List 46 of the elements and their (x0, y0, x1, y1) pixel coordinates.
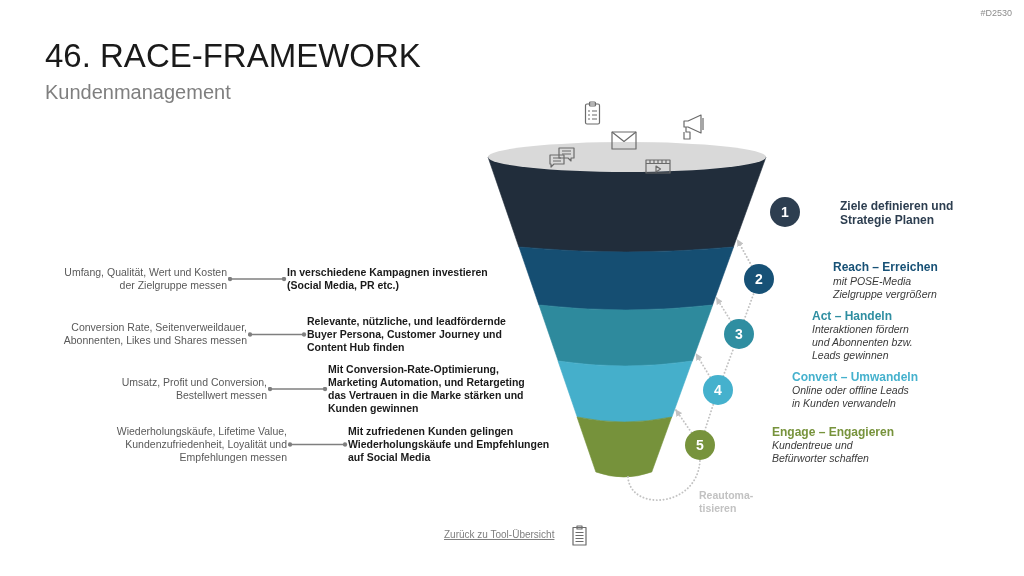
metric-text: Conversion Rate, Seitenverweildauer, Abonnenten, Likes und Shares messen (37, 321, 247, 347)
step-number: 2 (755, 271, 763, 287)
action-text: Mit zufriedenen Kunden gelingen Wiederholungskäufe und Empfehlungen auf Social Media (348, 425, 556, 464)
action-text: Relevante, nützliche, und leadfördernde Buyer Persona, Customer Journey und Content Hub finden (307, 315, 515, 354)
step-number: 1 (781, 204, 789, 220)
step-heading: Ziele definieren und Strategie Planen (840, 199, 955, 227)
metric-text: Umfang, Qualität, Wert und Kosten der Zielgruppe messen (55, 266, 227, 292)
step-number: 3 (735, 326, 743, 342)
step-circle (703, 375, 733, 405)
dotted-line (627, 459, 701, 502)
dotted-arrow (674, 409, 693, 434)
step-number: 4 (714, 382, 722, 398)
metric-text: Umsatz, Profit und Conversion, Bestellwert messen (107, 376, 267, 402)
funnel-band (557, 361, 693, 422)
dotted-line (743, 292, 755, 321)
step-description: Online oder offline Leads in Kunden verwandeln (792, 384, 910, 410)
step-description: Interaktionen fördern und Abonnenten bzw. Leads gewinnen (812, 323, 914, 362)
document-code: #D2530 (980, 8, 1012, 19)
dotted-arrow (695, 353, 712, 379)
connector-line (247, 332, 307, 337)
step-description: Kundentreue und Befürworter schaffen (772, 439, 870, 465)
metric-text: Wiederholungskäufe, Lifetime Value, Kundenzufriedenheit, Loyalität und Empfehlungen messen (77, 425, 287, 464)
back-link: Zurück zu Tool-Übersicht (444, 529, 555, 541)
step-circle (724, 319, 754, 349)
connector-line (267, 386, 328, 392)
funnel-band (518, 247, 734, 310)
step-circle (770, 197, 800, 227)
funnel-band (577, 417, 672, 477)
connector-line (287, 442, 348, 447)
action-text: In verschiedene Kampagnen investieren (Social Media, PR etc.) (287, 266, 495, 292)
step-number: 5 (696, 437, 704, 453)
funnel-band (538, 305, 713, 366)
dotted-arrow (736, 239, 753, 267)
dotted-arrow (715, 297, 732, 323)
connector-line (227, 276, 287, 282)
action-text: Mit Conversion-Rate-Optimierung, Marketing Automation, und Retargeting das Vertrauen in die Marke stärken und Kunden gewinnen (328, 363, 536, 415)
step-heading: Engage – Engagieren (772, 425, 895, 439)
step-circle (744, 264, 774, 294)
step-heading: Reach – Erreichen (833, 260, 938, 274)
step-heading: Act – Handeln (812, 309, 892, 323)
step-description: mit POSE-Media Zielgruppe vergrößern (833, 275, 938, 301)
dotted-line (722, 347, 735, 377)
slide-title: 46. RACE-FRAMEWORK (45, 36, 421, 76)
step-heading: Convert – Umwandeln (792, 370, 919, 384)
slide-subtitle: Kundenmanagement (45, 80, 231, 104)
step-circle (685, 430, 715, 460)
